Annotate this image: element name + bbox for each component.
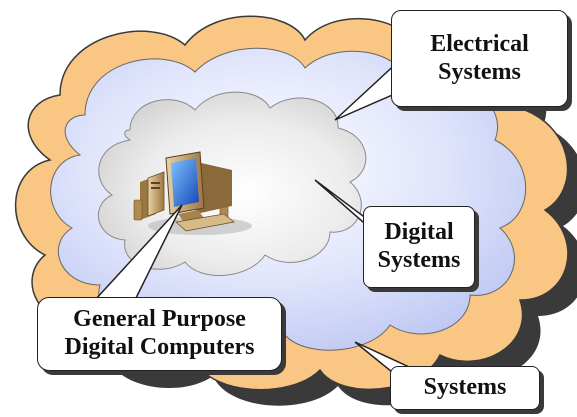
systems-callout: Systems xyxy=(390,366,540,410)
general-purpose-computers-label-line1: General Purpose xyxy=(73,306,246,333)
electrical-systems-label-line1: Electrical xyxy=(430,30,529,57)
systems-label: Systems xyxy=(423,374,507,401)
general-purpose-computers-callout: General Purpose Digital Computers xyxy=(37,297,282,371)
electrical-systems-callout: Electrical Systems xyxy=(391,10,568,107)
digital-systems-label-line1: Digital xyxy=(384,219,454,246)
digital-systems-callout: Digital Systems xyxy=(363,206,475,288)
digital-systems-label-line2: Systems xyxy=(377,247,461,273)
electrical-systems-label-line2: Systems xyxy=(438,58,521,85)
general-purpose-computers-label-line2: Digital Computers xyxy=(64,334,255,360)
